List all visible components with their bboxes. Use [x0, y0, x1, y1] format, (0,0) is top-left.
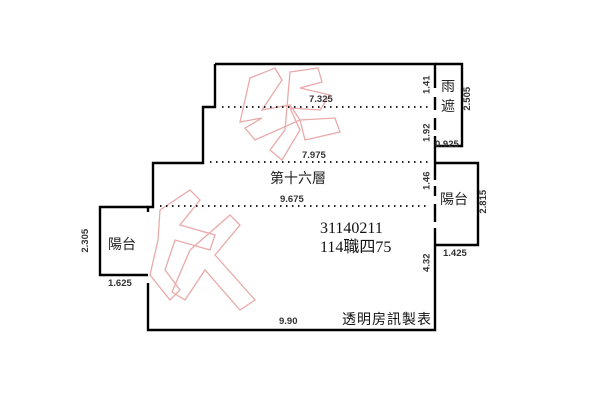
dim-rain-shelter-height: 2.505	[462, 86, 474, 111]
dim-right-segment-3: 1.46	[421, 171, 433, 191]
room-rain-shelter-line1: 雨	[441, 79, 455, 95]
dim-rain-shelter-depth: 0.925	[435, 139, 459, 150]
dim-left-balcony-height: 2.305	[80, 228, 92, 253]
dim-bottom-width: 9.90	[279, 316, 298, 327]
watermark	[149, 67, 341, 311]
case-number: 31140211	[320, 220, 383, 237]
floor-label: 第十六層	[270, 171, 326, 187]
room-balcony-left: 陽台	[108, 237, 136, 253]
dim-left-balcony-depth: 1.625	[108, 278, 132, 289]
dim-right-segment-1: 1.41	[421, 75, 433, 95]
dim-lower-width: 9.675	[280, 194, 304, 205]
dim-right-balcony-depth: 1.425	[443, 248, 467, 259]
dim-middle-width: 7.975	[302, 150, 326, 161]
outline	[98, 62, 480, 332]
room-balcony-right: 陽台	[440, 192, 468, 208]
dim-top-width: 7.325	[309, 94, 333, 105]
dim-right-segment-4: 4.32	[421, 253, 433, 273]
dim-right-balcony-height: 2.815	[478, 189, 490, 214]
dim-right-segment-2: 1.92	[421, 123, 433, 143]
reference-code: 114職四75	[320, 239, 392, 256]
room-rain-shelter-line2: 遮	[441, 99, 455, 115]
footer-note: 透明房訊製表	[342, 312, 432, 328]
